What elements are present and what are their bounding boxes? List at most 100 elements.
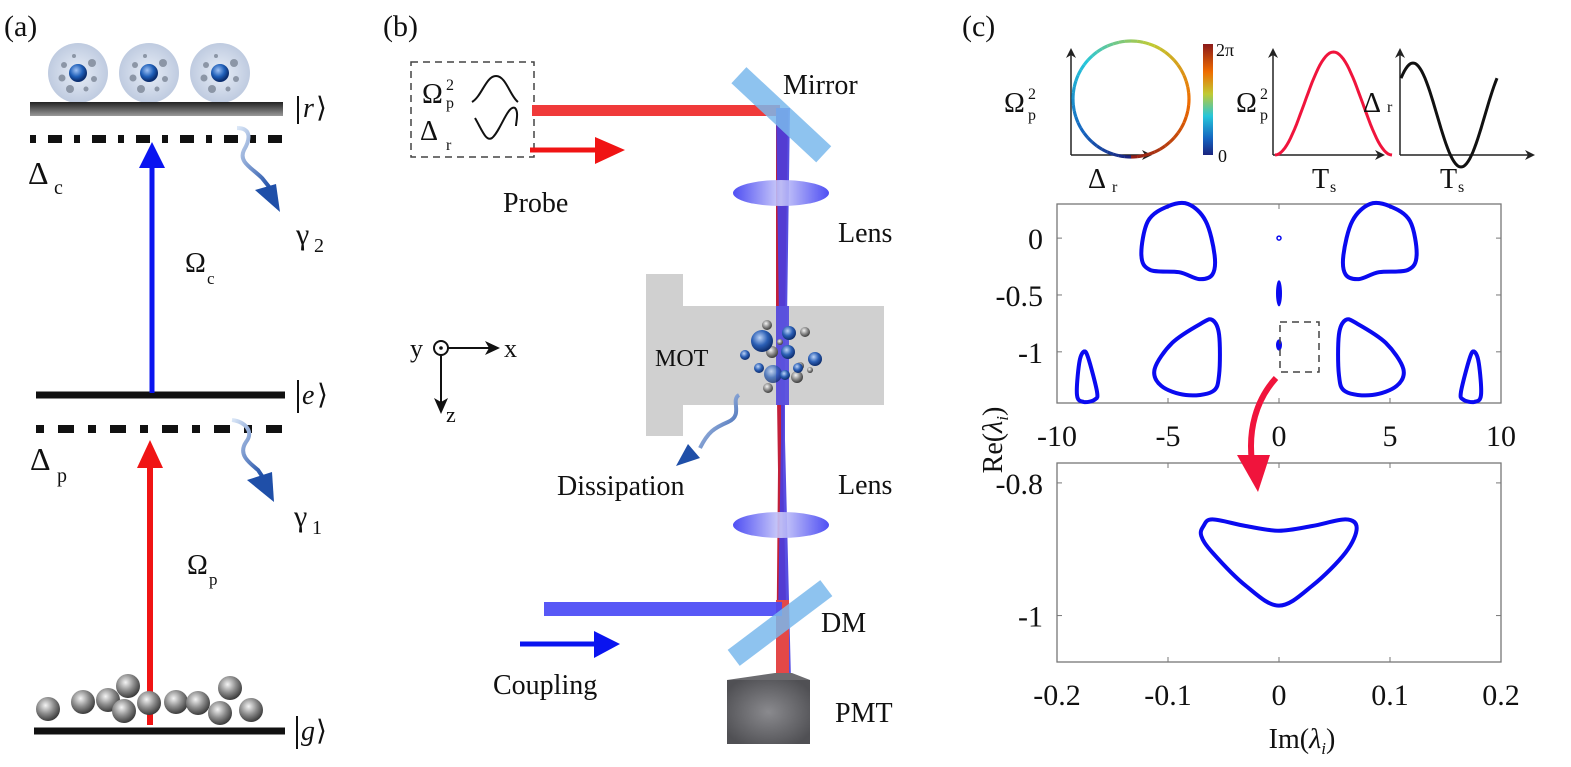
x-tick-label: -10	[1037, 420, 1077, 453]
x-tick-label: 10	[1486, 420, 1516, 453]
dichroic-mirror	[727, 580, 833, 666]
panel-b-label: (b)	[383, 10, 418, 43]
circle-segment	[1136, 39, 1144, 44]
circle-segment	[1071, 86, 1076, 94]
x-tick-label: 0.1	[1371, 679, 1409, 712]
zoom-plot-frame	[1056, 462, 1502, 663]
coordinate-axes: y x z	[410, 334, 517, 427]
circle-segment	[1142, 40, 1150, 46]
circle-segment	[1153, 147, 1161, 154]
coupling-label: Coupling	[493, 670, 597, 701]
axis-x-label: x	[504, 334, 517, 363]
circle-segment	[1091, 50, 1098, 58]
circle-segment	[1072, 80, 1078, 88]
svg-text:Ω: Ω	[1004, 88, 1025, 119]
circle-segment	[1079, 127, 1086, 135]
panel-b: (b) Ω 2 p Δ r Probe Mirror	[383, 10, 893, 744]
circle-segment	[1106, 150, 1114, 156]
circle-segment	[1086, 54, 1094, 62]
svg-text:Re(λi): Re(λi)	[978, 407, 1012, 474]
atom-icon	[71, 690, 95, 714]
panel-c-label: (c)	[962, 10, 995, 43]
inset1-ylabel: Ω 2 p	[1004, 86, 1036, 124]
rydberg-atoms	[48, 43, 250, 103]
zoom-region-box	[1279, 321, 1320, 373]
circle-segment	[1182, 74, 1188, 82]
svg-text:p: p	[209, 570, 218, 589]
circle-segment	[1182, 116, 1188, 124]
colorbar-min: 0	[1218, 146, 1227, 166]
circle-segment	[1186, 86, 1191, 94]
svg-text:γ: γ	[295, 218, 309, 251]
circle-segment	[1112, 152, 1120, 158]
x-tick-label: 5	[1383, 420, 1398, 453]
x-tick-label: -0.2	[1033, 679, 1081, 712]
y-tick-label: -0.5	[996, 280, 1044, 313]
atom-icon	[208, 701, 232, 725]
omega-pulse-curve	[1274, 50, 1393, 157]
y-tick-label: -1	[1018, 337, 1043, 370]
circle-segment	[1176, 63, 1183, 71]
atom-icon	[137, 691, 161, 715]
parametric-circle	[1071, 39, 1191, 159]
svg-text:T: T	[1440, 164, 1457, 195]
sine-icon	[474, 106, 519, 140]
svg-text:s: s	[1458, 179, 1464, 196]
svg-text:Ω: Ω	[422, 79, 443, 110]
delta-sine-curve	[1399, 61, 1499, 169]
gamma1-label: γ 1	[293, 500, 322, 539]
probe-beam	[532, 105, 780, 116]
omega-p-label: Ω p	[187, 550, 218, 589]
circle-segment	[1076, 69, 1083, 77]
level-e-label: e ⟩	[297, 380, 328, 413]
circle-segment	[1164, 140, 1171, 148]
dissipation-arrow	[676, 393, 741, 466]
eigenvalue-loop	[1198, 517, 1359, 608]
inset-circle-plot: 2π 0 Ω 2 p Δ r	[1004, 39, 1234, 196]
inset1-xlabel: Δ r	[1088, 164, 1118, 196]
atom-icon	[164, 690, 188, 714]
eigenvalue-sliver	[1276, 280, 1282, 307]
svg-text:r: r	[1112, 179, 1118, 196]
decay-gamma1-arrow	[231, 418, 274, 502]
pmt-label: PMT	[835, 698, 893, 729]
panel-a: (a) r	[4, 10, 328, 749]
svg-text:Δ: Δ	[28, 155, 49, 191]
circle-segment	[1179, 121, 1186, 129]
coupling-beam	[544, 602, 782, 616]
rydberg-atom-icon	[48, 43, 108, 103]
circle-segment	[1142, 152, 1150, 158]
shared-ylabel: Re(λi)	[978, 407, 1012, 474]
svg-text:Δ: Δ	[420, 116, 438, 147]
level-r-line	[30, 102, 283, 116]
inset-omega-pulse-plot: Ω 2 p T s	[1236, 48, 1393, 196]
circle-segment	[1148, 150, 1156, 156]
svg-text:e: e	[302, 380, 314, 411]
level-g-label: g ⟩	[296, 716, 327, 749]
y-tick-label: -1	[1018, 601, 1043, 634]
lens-bottom	[733, 512, 829, 538]
svg-text:Δ: Δ	[30, 441, 51, 477]
mot-label: MOT	[655, 346, 709, 372]
circle-segment	[1186, 104, 1191, 112]
circle-segment	[1082, 59, 1090, 66]
svg-text:p: p	[1028, 107, 1036, 124]
circle-segment	[1176, 127, 1183, 135]
coupling-arrow	[139, 142, 165, 393]
circle-segment	[1106, 42, 1114, 48]
inset2-ylabel: Ω 2 p	[1236, 86, 1268, 124]
svg-text:p: p	[57, 465, 67, 487]
circle-segment	[1159, 47, 1167, 54]
inset3-ylabel: Δ r	[1363, 88, 1393, 119]
mirror	[731, 67, 832, 163]
eigenvalue-loop	[1139, 200, 1218, 282]
detuning-p-label: Δ p	[30, 441, 67, 487]
circle-segment	[1095, 144, 1103, 151]
circle-segment	[1184, 110, 1190, 118]
x-tick-label: 0	[1272, 679, 1287, 712]
inset-delta-sine-plot: Δ r T s	[1363, 48, 1535, 196]
svg-text:1: 1	[312, 517, 322, 539]
svg-text:p: p	[446, 95, 454, 112]
